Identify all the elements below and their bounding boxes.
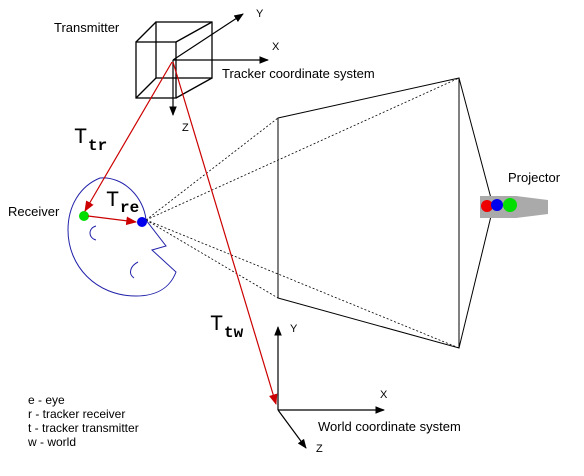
tracker-y-label: Y xyxy=(256,8,264,20)
arrow-t-tr xyxy=(84,61,173,212)
tracker-x-label: X xyxy=(272,41,280,53)
transmitter-cube xyxy=(135,21,213,99)
tracker-z-label: Z xyxy=(182,122,189,134)
svg-text:re: re xyxy=(120,199,139,217)
transform-arrows xyxy=(84,61,278,406)
projector xyxy=(480,196,548,218)
label-t-re: T re xyxy=(106,188,139,217)
tracker-y-axis xyxy=(172,13,244,61)
projector-blue-lens xyxy=(491,199,503,211)
world-z-axis xyxy=(277,409,307,449)
view-rays xyxy=(145,77,460,349)
world-y-label: Y xyxy=(290,323,298,335)
projector-green-lens xyxy=(503,198,517,212)
svg-text:tr: tr xyxy=(88,137,107,155)
svg-text:T: T xyxy=(106,188,119,213)
arrow-t-tw xyxy=(172,61,278,406)
world-cs-label: World coordinate system xyxy=(318,419,461,434)
world-z-label: Z xyxy=(316,443,323,455)
projector-red-lens xyxy=(481,200,493,212)
svg-text:T: T xyxy=(74,125,87,150)
tracker-cs-label: Tracker coordinate system xyxy=(222,66,375,81)
world-axes xyxy=(274,326,385,449)
label-t-tw: T tw xyxy=(210,312,244,342)
label-t-tr: T tr xyxy=(74,125,107,155)
arrow-t-re xyxy=(87,215,138,226)
world-x-label: X xyxy=(380,389,388,401)
legend-item-e: e - eye xyxy=(28,393,65,407)
transmitter-label: Transmitter xyxy=(54,20,120,35)
projector-label: Projector xyxy=(508,170,561,185)
receiver-label: Receiver xyxy=(8,204,60,219)
legend: e - eye r - tracker receiver t - tracker… xyxy=(27,393,139,449)
receiver-dot xyxy=(79,211,89,221)
legend-item-w: w - world xyxy=(27,435,76,449)
projection-frustum xyxy=(277,77,493,349)
svg-text:tw: tw xyxy=(224,324,244,342)
svg-text:T: T xyxy=(210,312,223,337)
legend-item-r: r - tracker receiver xyxy=(28,407,125,421)
tracker-axes xyxy=(169,13,269,116)
eye-dot xyxy=(137,217,147,227)
legend-item-t: t - tracker transmitter xyxy=(28,421,139,435)
head xyxy=(67,177,177,297)
